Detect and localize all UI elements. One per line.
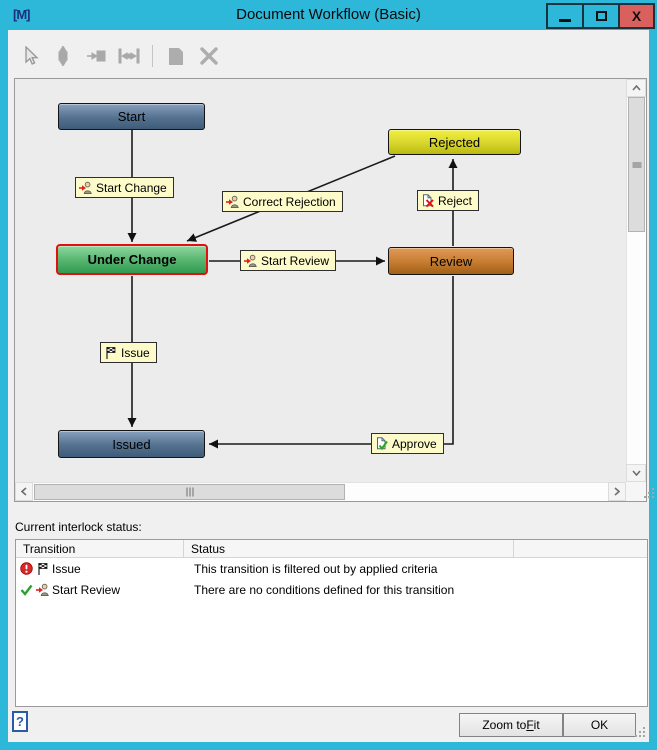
interlock-status-label: Current interlock status: — [15, 520, 142, 534]
person-arrow-icon — [79, 181, 92, 194]
transition-reject[interactable]: Reject — [417, 190, 480, 211]
state-node-under-change-current[interactable]: Under Change — [56, 244, 208, 275]
state-node-start[interactable]: Start — [58, 103, 205, 130]
transition-start-review[interactable]: Start Review — [240, 250, 337, 271]
transition-approve[interactable]: Approve — [371, 433, 444, 454]
ok-button[interactable]: OK — [563, 713, 636, 737]
transition-label: Reject — [438, 193, 473, 208]
vertical-scroll-thumb[interactable] — [628, 97, 645, 232]
scrollbar-corner — [626, 482, 646, 501]
transition-edges — [127, 130, 458, 449]
scroll-right-button[interactable] — [608, 482, 626, 501]
help-button[interactable]: ? — [12, 711, 28, 732]
fit-node-icon[interactable] — [51, 44, 75, 68]
person-arrow-icon — [36, 583, 49, 596]
state-label: Issued — [112, 436, 151, 452]
transition-label: Issue — [121, 345, 150, 360]
scroll-down-button[interactable] — [626, 464, 646, 482]
transition-label: Correct Rejection — [243, 194, 336, 209]
minimize-button[interactable] — [546, 3, 584, 29]
distribute-nodes-icon[interactable] — [117, 44, 141, 68]
horizontal-scroll-thumb[interactable] — [34, 484, 345, 500]
chevron-up-icon — [631, 85, 641, 91]
chevron-right-icon — [614, 487, 620, 496]
person-arrow-icon — [226, 195, 239, 208]
align-to-node-icon[interactable] — [84, 44, 108, 68]
state-node-review[interactable]: Review — [388, 247, 514, 275]
toolbar — [18, 42, 221, 70]
person-arrow-icon — [244, 254, 257, 267]
interlock-table: Transition Status Issue This transition … — [15, 539, 648, 707]
window-resize-grip[interactable] — [635, 727, 649, 741]
horizontal-scrollbar[interactable] — [15, 482, 626, 501]
interlock-table-header: Transition Status — [16, 540, 647, 558]
toolbar-separator — [152, 45, 153, 67]
ok-check-icon — [20, 584, 33, 596]
state-label: Start — [117, 109, 146, 124]
interlock-row-issue[interactable]: Issue This transition is filtered out by… — [16, 558, 647, 579]
row-transition-name: Start Review — [52, 582, 121, 597]
column-header-transition[interactable]: Transition — [16, 540, 184, 557]
delete-icon[interactable] — [197, 44, 221, 68]
button-accel: F — [526, 718, 534, 732]
diagram-resize-grip[interactable] — [644, 488, 657, 502]
vertical-scrollbar[interactable] — [626, 79, 646, 482]
transition-issue[interactable]: Issue — [100, 342, 157, 363]
transition-label: Approve — [392, 436, 437, 451]
titlebar: [M] Document Workflow (Basic) X — [0, 0, 657, 30]
button-label: OK — [590, 718, 609, 732]
state-node-issued[interactable]: Issued — [58, 430, 205, 458]
minimize-icon — [559, 18, 571, 22]
row-status-text: This transition is filtered out by appli… — [194, 561, 438, 576]
document-x-icon — [423, 194, 434, 207]
scroll-up-button[interactable] — [626, 79, 646, 97]
dialog-client: Start Rejected Under Change Review Issue… — [8, 30, 654, 742]
transition-label: Start Review — [261, 253, 330, 268]
chevron-left-icon — [21, 487, 27, 496]
workflow-diagram: Start Rejected Under Change Review Issue… — [14, 78, 647, 502]
thumb-grip — [632, 161, 641, 168]
row-status-text: There are no conditions defined for this… — [194, 582, 455, 597]
document-check-icon — [377, 437, 388, 450]
close-icon: X — [631, 8, 642, 24]
button-label: it — [533, 718, 540, 732]
state-node-rejected[interactable]: Rejected — [388, 129, 521, 155]
help-icon: ? — [16, 714, 24, 729]
checkered-flag-icon — [38, 563, 48, 575]
select-cursor-icon[interactable] — [18, 44, 42, 68]
state-label: Under Change — [87, 252, 177, 267]
error-icon — [20, 562, 33, 575]
diagram-canvas[interactable]: Start Rejected Under Change Review Issue… — [15, 79, 626, 482]
scroll-left-button[interactable] — [15, 482, 33, 501]
app-icon: [M] — [13, 7, 30, 22]
maximize-icon — [595, 11, 607, 21]
window-title: Document Workflow (Basic) — [236, 6, 421, 23]
copy-document-icon[interactable] — [164, 44, 188, 68]
chevron-down-icon — [631, 470, 641, 476]
checkered-flag-icon — [106, 347, 116, 359]
transition-label: Start Change — [96, 180, 167, 195]
row-transition-name: Issue — [52, 561, 81, 576]
state-label: Rejected — [428, 134, 481, 150]
close-button[interactable]: X — [618, 3, 655, 29]
transition-correct-rejection[interactable]: Correct Rejection — [222, 191, 343, 212]
thumb-grip — [185, 487, 194, 497]
transition-start-change[interactable]: Start Change — [75, 177, 174, 198]
maximize-button[interactable] — [582, 3, 620, 29]
interlock-row-start-review[interactable]: Start Review There are no conditions def… — [16, 579, 647, 600]
column-header-status[interactable]: Status — [184, 540, 514, 557]
button-label: Zoom to — [482, 718, 527, 732]
state-label: Review — [429, 253, 473, 269]
